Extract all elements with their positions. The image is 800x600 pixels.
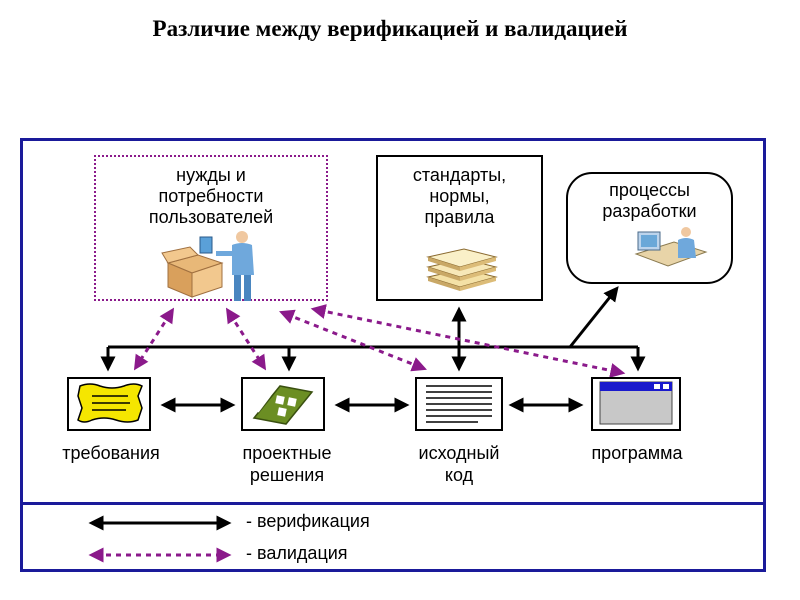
design-label: проектные решения: [242, 443, 332, 485]
verification-bus: [100, 286, 646, 372]
application-window-icon: [591, 377, 681, 431]
standards-label: стандарты, нормы, правила: [412, 165, 507, 227]
diagram-frame: [20, 138, 766, 572]
program-label: программа: [591, 443, 683, 463]
processes-box: процессы разработки: [566, 172, 733, 284]
legend-divider: [20, 502, 766, 505]
legend-verification-label: - верификация: [246, 511, 370, 531]
user-with-box-icon: [161, 231, 254, 301]
text-lines-document-icon: [415, 377, 503, 431]
page-title: Различие между верификацией и валидацией: [152, 16, 628, 41]
user-needs-box: нужды и потребности пользователей: [94, 155, 328, 301]
requirements-label: требования: [62, 443, 160, 463]
paper-stack-icon: [426, 248, 498, 291]
processes-label: процессы разработки: [602, 180, 697, 221]
legend-validation-label: - валидация: [246, 543, 348, 563]
code-label: исходный код: [418, 443, 500, 485]
blueprint-document-icon: [241, 377, 325, 431]
yellow-scroll-document-icon: [67, 377, 151, 431]
validation-arrows: [133, 304, 626, 378]
standards-box: стандарты, нормы, правила: [376, 155, 543, 301]
user-needs-label: нужды и потребности пользователей: [148, 165, 274, 227]
developer-at-desk-icon: [634, 227, 708, 267]
